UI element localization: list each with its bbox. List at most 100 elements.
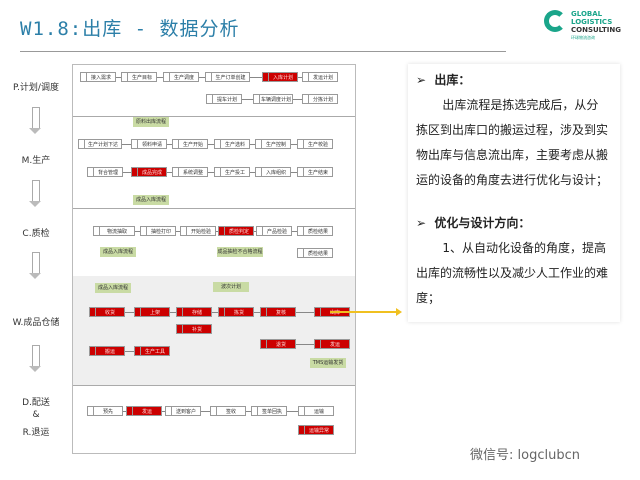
process-node: 预先 bbox=[87, 406, 123, 416]
process-node: 背合管理 bbox=[87, 167, 123, 177]
page-title: W1.8:出库 - 数据分析 bbox=[20, 18, 240, 40]
process-node: 拣货 bbox=[218, 307, 254, 317]
process-node: 签收 bbox=[210, 406, 246, 416]
process-node: 车辆调度计划 bbox=[253, 94, 293, 104]
connector bbox=[199, 77, 205, 78]
connector bbox=[162, 411, 165, 412]
process-node: 物流抽取 bbox=[93, 226, 135, 236]
process-node: 生产投工 bbox=[214, 167, 250, 177]
process-node: 搬运 bbox=[89, 346, 125, 356]
connector bbox=[167, 144, 172, 145]
process-node: 上架 bbox=[134, 307, 170, 317]
section-heading: 优化与设计方向： bbox=[434, 216, 531, 230]
process-node: 提车计划 bbox=[206, 94, 242, 104]
connector bbox=[296, 312, 314, 313]
process-node: 接入需求 bbox=[80, 72, 116, 82]
connector bbox=[170, 312, 176, 313]
connector bbox=[254, 312, 260, 313]
process-node: 生产选料 bbox=[214, 139, 250, 149]
connector bbox=[250, 77, 262, 78]
stage-return: R.退运 bbox=[22, 428, 50, 438]
subprocess-note: 成品入库流程 bbox=[95, 283, 131, 293]
down-arrow-icon bbox=[29, 252, 41, 279]
wechat-watermark: 微信号: logclubcn bbox=[470, 448, 580, 463]
process-node: 发运 bbox=[126, 406, 162, 416]
section-manufacture bbox=[73, 116, 355, 209]
stage-amp: & bbox=[32, 410, 40, 420]
section-text: 1、从自动化设备的角度，提高出库的流畅性以及减少人工作业的难度； bbox=[416, 241, 609, 305]
process-node: 质检结果 bbox=[297, 248, 333, 258]
process-node: 发运 bbox=[314, 339, 350, 349]
connector bbox=[116, 77, 121, 78]
process-node: 生产计划下达 bbox=[78, 139, 122, 149]
subprocess-note: 成品抽检不合格流程 bbox=[217, 247, 263, 257]
connector bbox=[298, 77, 302, 78]
connector bbox=[292, 231, 297, 232]
section-heading: 出库： bbox=[434, 73, 471, 87]
section-quality bbox=[73, 208, 355, 277]
logo-line: GLOBAL bbox=[571, 10, 603, 18]
connector bbox=[296, 344, 314, 345]
connector bbox=[291, 144, 297, 145]
process-node: 领料申请 bbox=[131, 139, 167, 149]
connector bbox=[123, 411, 126, 412]
connector bbox=[157, 77, 163, 78]
process-node: 入库组织 bbox=[255, 167, 291, 177]
connector bbox=[291, 172, 297, 173]
description-panel: ➢ 出库： 出库流程是拣选完成后，从分拣区到出库口的搬运过程，涉及到实物出库与信… bbox=[408, 64, 620, 322]
highlight-arrow bbox=[330, 308, 402, 316]
down-arrow-icon bbox=[29, 180, 41, 207]
logo-line: LOGISTICS bbox=[571, 18, 613, 26]
process-node: 生产目标 bbox=[121, 72, 157, 82]
connector bbox=[250, 144, 255, 145]
process-node: 生产开始 bbox=[172, 139, 208, 149]
process-node: 质检结果 bbox=[297, 226, 333, 236]
subprocess-note: 原料出库流程 bbox=[133, 117, 169, 127]
process-node: 开始检验 bbox=[180, 226, 216, 236]
bullet-arrow-icon: ➢ bbox=[416, 216, 435, 230]
process-node: 系统调整 bbox=[172, 167, 208, 177]
section-plan bbox=[73, 65, 355, 117]
process-node: 分拣计划 bbox=[302, 94, 338, 104]
process-node: 生产订单创建 bbox=[205, 72, 250, 82]
process-node: 生产工具 bbox=[134, 346, 170, 356]
process-node: 发运计划 bbox=[302, 72, 338, 82]
logo-line: CONSULTING bbox=[571, 26, 621, 34]
logo-subtitle: 环球物流咨询 bbox=[571, 35, 595, 40]
process-node: 签单回执 bbox=[251, 406, 287, 416]
down-arrow-icon bbox=[29, 107, 41, 134]
process-node: 收货 bbox=[89, 307, 125, 317]
section-text: 出库流程是拣选完成后，从分拣区到出库口的搬运过程，涉及到实物出库与信息流出库，主… bbox=[416, 98, 609, 187]
connector bbox=[242, 99, 253, 100]
subprocess-note: 成品入库流程 bbox=[133, 195, 169, 205]
subprocess-note: 波次计划 bbox=[213, 282, 249, 292]
process-node: 运输 bbox=[298, 406, 334, 416]
down-arrow-icon bbox=[29, 345, 41, 372]
connector bbox=[212, 312, 218, 313]
process-node: 复核 bbox=[260, 307, 296, 317]
connector bbox=[208, 172, 214, 173]
section-warehouse bbox=[73, 276, 355, 386]
process-node: 产品检验 bbox=[256, 226, 292, 236]
stage-warehouse: W.成品仓储 bbox=[12, 318, 60, 328]
connector bbox=[125, 312, 134, 313]
connector bbox=[125, 351, 134, 352]
connector bbox=[208, 144, 214, 145]
process-node: 生产控制 bbox=[255, 139, 291, 149]
connector bbox=[135, 231, 140, 232]
process-node: 补货 bbox=[176, 324, 212, 334]
connector bbox=[201, 411, 210, 412]
process-node: 退货 bbox=[260, 339, 296, 349]
connector bbox=[122, 144, 131, 145]
subprocess-note: 成品入库流程 bbox=[100, 247, 136, 257]
process-node: 生产结束 bbox=[297, 167, 333, 177]
stage-plan: P.计划/调度 bbox=[13, 83, 59, 93]
connector bbox=[254, 231, 256, 232]
connector bbox=[250, 172, 255, 173]
connector bbox=[176, 231, 180, 232]
process-node: 运输异常 bbox=[298, 425, 334, 435]
process-diagram bbox=[72, 64, 356, 454]
connector bbox=[167, 172, 172, 173]
process-node: 入库计划 bbox=[262, 72, 298, 82]
process-node: 成品完成 bbox=[131, 167, 167, 177]
